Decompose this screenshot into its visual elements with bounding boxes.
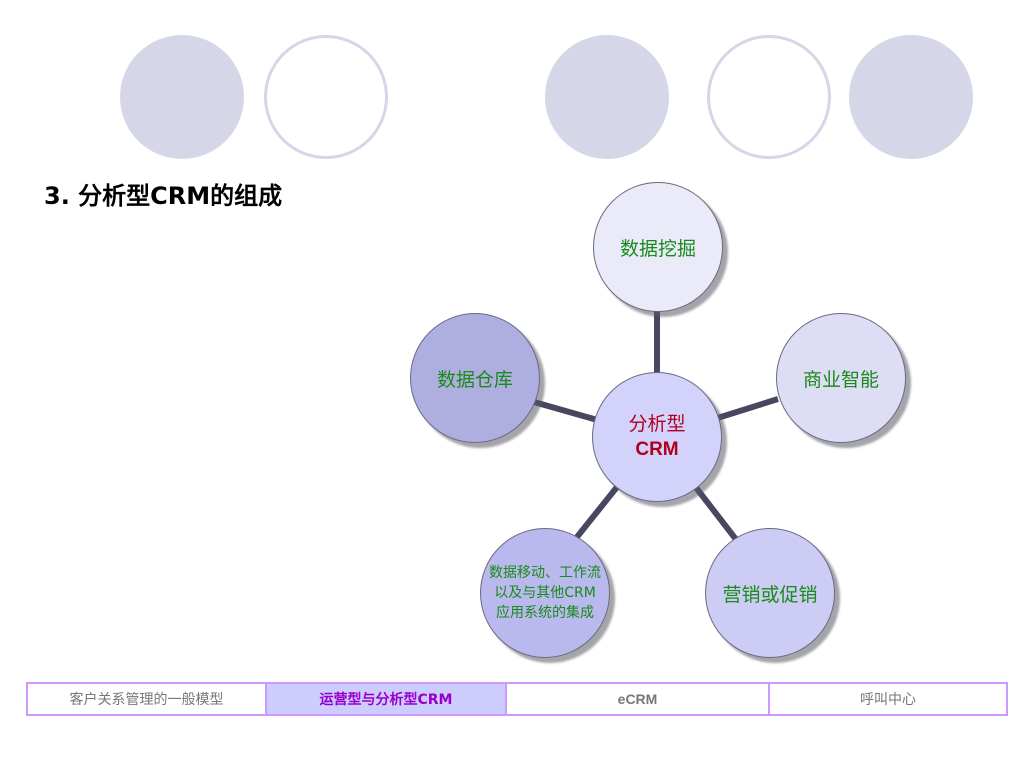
decorative-circle-4 [707, 35, 831, 159]
decorative-circle-1 [120, 35, 244, 159]
node-integration-label: 数据移动、工作流 以及与其他CRM 应用系统的集成 [489, 563, 601, 623]
node-marketing-promotion-label: 营销或促销 [722, 583, 818, 606]
decorative-circle-5 [849, 35, 973, 159]
decorative-circle-3 [545, 35, 669, 159]
footer-tab-call-center[interactable]: 呼叫中心 [860, 692, 916, 708]
node-center-line-2: CRM [635, 439, 679, 460]
decorative-circle-2 [264, 35, 388, 159]
node-business-intelligence-label: 商业智能 [802, 368, 879, 391]
node-integration-line-2: 以及与其他CRM [494, 585, 596, 601]
node-center-label: 分析型 CRM [628, 411, 685, 463]
node-data-warehouse: 数据仓库 [410, 313, 540, 443]
node-integration-line-3: 应用系统的集成 [496, 605, 594, 621]
node-data-mining-label: 数据挖掘 [619, 237, 696, 260]
footer-nav: 客户关系管理的一般模型 运营型与分析型CRM eCRM 呼叫中心 [26, 682, 1008, 716]
node-data-warehouse-label: 数据仓库 [436, 368, 513, 391]
node-data-mining: 数据挖掘 [593, 182, 723, 312]
node-integration-line-1: 数据移动、工作流 [489, 565, 601, 581]
node-marketing-promotion: 营销或促销 [705, 528, 835, 658]
node-center-line-1: 分析型 [628, 413, 686, 435]
footer-tab-ecrm[interactable]: eCRM [507, 684, 770, 714]
footer-tab-operational-analytical-crm[interactable]: 运营型与分析型CRM [267, 684, 507, 714]
node-integration: 数据移动、工作流 以及与其他CRM 应用系统的集成 [480, 528, 610, 658]
node-center-analytical-crm: 分析型 CRM [592, 372, 722, 502]
footer-tab-general-model[interactable]: 客户关系管理的一般模型 [28, 684, 267, 714]
slide-title: 3. 分析型CRM的组成 [44, 182, 283, 210]
node-business-intelligence: 商业智能 [776, 313, 906, 443]
